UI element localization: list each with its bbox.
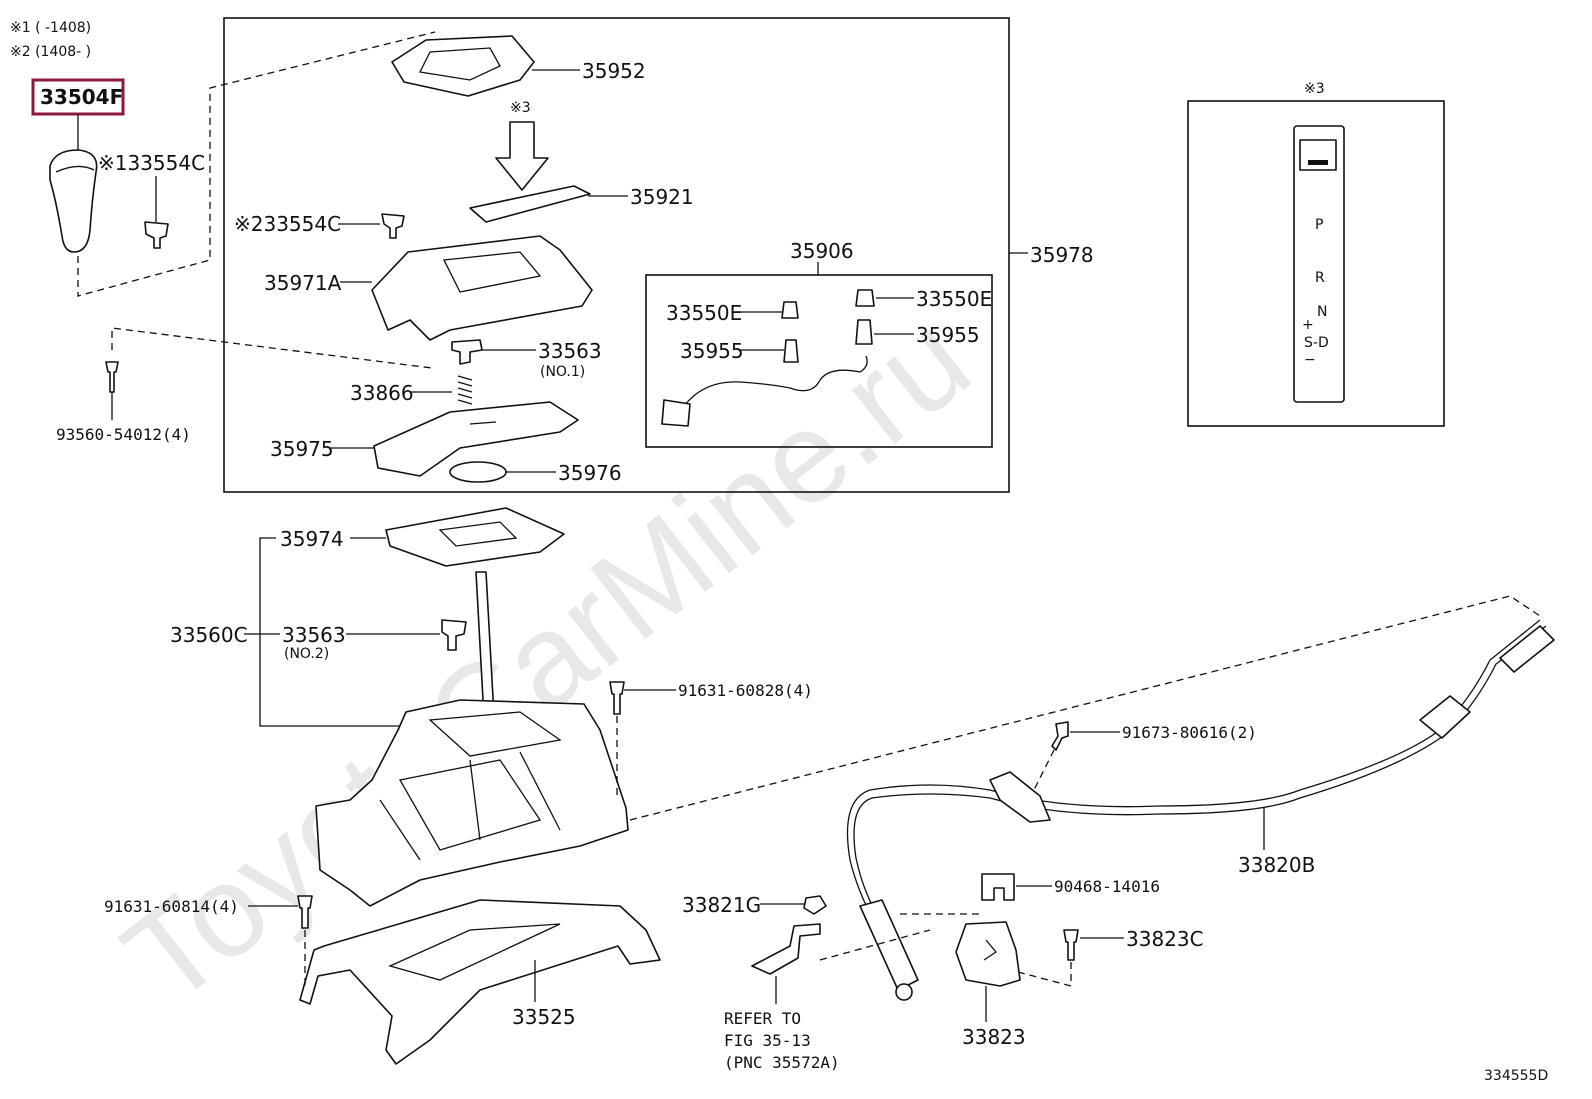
part-label-33563-1[interactable]: 33563: [538, 339, 602, 363]
part-label-91673-80616[interactable]: 91673-80616(2): [1122, 723, 1257, 742]
part-label-33525[interactable]: 33525: [512, 1005, 576, 1029]
cable-end: [1499, 625, 1555, 673]
shift-indicator-plate: [1293, 125, 1345, 403]
part-label-35976[interactable]: 35976: [558, 461, 622, 485]
gear-plus: +: [1302, 317, 1314, 333]
cable-lower-end: [859, 899, 919, 991]
note-2: ※2 (1408- ): [10, 44, 91, 60]
part-35921: [469, 185, 591, 223]
part-label-35955-right[interactable]: 35955: [916, 323, 980, 347]
part-label-33504F[interactable]: 33504F: [40, 85, 123, 109]
refer-line-2: FIG 35-13: [724, 1031, 811, 1050]
gear-n: N: [1317, 304, 1327, 320]
part-label-33550E-right[interactable]: 33550E: [916, 287, 992, 311]
socket-35955-right: [855, 319, 873, 345]
arrow-note-3: ※3: [510, 100, 531, 116]
cable-33820B: [846, 619, 1541, 931]
part-label-33560C[interactable]: 33560C: [170, 623, 248, 647]
socket-35955-left: [783, 339, 799, 363]
shifter-housing: [315, 699, 629, 907]
bulb-33550E-right: [855, 289, 875, 307]
clip-33554C-2: [381, 213, 405, 239]
bolt-91631-60814: [297, 895, 313, 929]
part-label-35906[interactable]: 35906: [790, 239, 854, 263]
part-33525-base: [299, 899, 661, 1065]
bolt-91673-80616: [1051, 721, 1069, 751]
spring-33866: [457, 375, 473, 405]
part-label-35974[interactable]: 35974: [280, 527, 344, 551]
diagram-id: 334555D: [1484, 1068, 1548, 1084]
part-label-93560[interactable]: 93560-54012(4): [56, 425, 191, 444]
part-label-33823[interactable]: 33823: [962, 1025, 1026, 1049]
bolt-91631-60828: [609, 681, 625, 715]
part-label-35971A[interactable]: 35971A: [264, 271, 342, 295]
shift-indicator-box: [1187, 100, 1445, 427]
gear-r: R: [1315, 270, 1325, 286]
arrow-to-indicator: [495, 121, 549, 191]
part-label-33554C-1[interactable]: ※133554C: [98, 151, 205, 175]
clip-90468-14016: [981, 873, 1015, 901]
shift-knob-part: [49, 149, 98, 253]
part-label-90468-14016[interactable]: 90468-14016: [1054, 877, 1160, 896]
note-3: ※3: [1304, 81, 1325, 97]
gear-p: P: [1315, 217, 1323, 233]
cable-adjuster: [1419, 695, 1471, 739]
bulb-33550E-left: [781, 301, 799, 319]
part-label-33550E-left[interactable]: 33550E: [666, 301, 742, 325]
clip-33563-no2: [441, 619, 467, 651]
part-label-33563-2[interactable]: 33563: [282, 623, 346, 647]
part-label-91631-60814[interactable]: 91631-60814(4): [104, 897, 239, 916]
part-label-33823C[interactable]: 33823C: [1126, 927, 1204, 951]
gear-minus: −: [1304, 352, 1316, 368]
part-label-35921[interactable]: 35921: [630, 185, 694, 209]
cable-bracket-clip: [989, 771, 1051, 823]
gear-sd: S-D: [1304, 335, 1329, 351]
part-label-35975[interactable]: 35975: [270, 437, 334, 461]
part-label-33820B[interactable]: 33820B: [1238, 853, 1315, 877]
part-35975: [373, 401, 579, 477]
part-35974: [385, 507, 565, 567]
refer-line-1: REFER TO: [724, 1009, 801, 1028]
note-1: ※1 ( -1408): [10, 20, 91, 36]
clip-33563-no1: [451, 339, 483, 365]
part-label-35952[interactable]: 35952: [582, 59, 646, 83]
part-label-91631-60828[interactable]: 91631-60828(4): [678, 681, 813, 700]
part-label-35955-left[interactable]: 35955: [680, 339, 744, 363]
part-label-33866[interactable]: 33866: [350, 381, 414, 405]
clip-33554C-1: [144, 221, 169, 249]
refer-line-3: (PNC 35572A): [724, 1053, 840, 1072]
part-35952: [391, 35, 535, 97]
screw-93560: [105, 361, 119, 393]
bracket-33823: [955, 921, 1021, 987]
assembly-box-35978: [223, 17, 1010, 493]
harness-wire: [679, 355, 868, 413]
bracket-refer: [751, 923, 821, 975]
part-label-33821G[interactable]: 33821G: [682, 893, 761, 917]
part-label-35978[interactable]: 35978: [1030, 243, 1094, 267]
part-label-33554C-2[interactable]: ※233554C: [234, 212, 341, 236]
bolt-33823C: [1063, 929, 1079, 961]
nut-33821G: [803, 895, 827, 915]
part-sublabel-33563-2: (NO.2): [284, 646, 329, 662]
assembly-box-35906: [645, 274, 993, 448]
part-sublabel-33563-1: (NO.1): [540, 364, 585, 380]
part-35976: [449, 461, 507, 483]
